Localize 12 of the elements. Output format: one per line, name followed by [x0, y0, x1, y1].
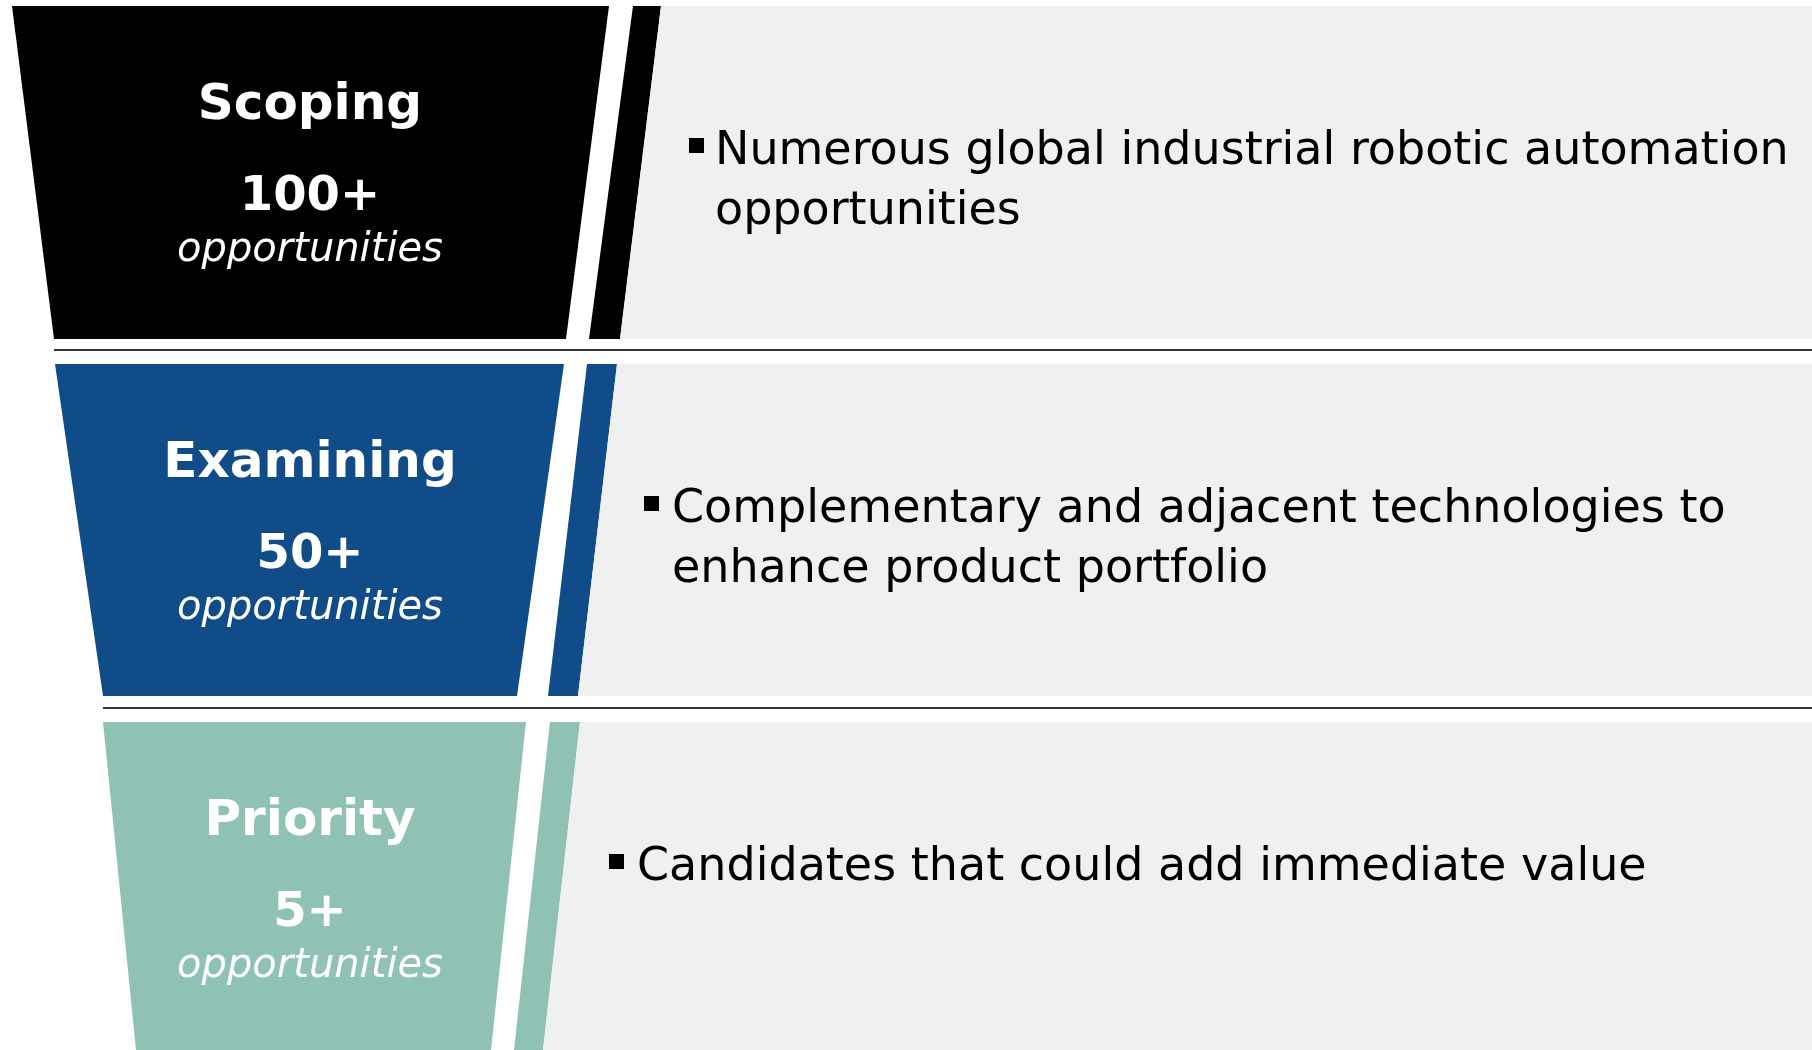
- bullet-text: Numerous global industrial robotic automation opportunities: [715, 120, 1790, 237]
- opportunity-count: 50+: [255, 524, 365, 580]
- bullet-text: Complementary and adjacent technologies to enhance product portfolio: [672, 478, 1727, 595]
- count-unit: opportunities: [176, 582, 444, 628]
- opportunity-count: 5+: [272, 882, 348, 938]
- count-unit: opportunities: [176, 940, 444, 986]
- stage-title: Examining: [162, 432, 458, 490]
- count-unit: opportunities: [176, 224, 444, 270]
- opportunity-count: 100+: [238, 166, 382, 222]
- bullet-text: Candidates that could add immediate value: [637, 836, 1648, 893]
- stage-title: Scoping: [196, 74, 424, 132]
- stage-title: Priority: [203, 790, 417, 848]
